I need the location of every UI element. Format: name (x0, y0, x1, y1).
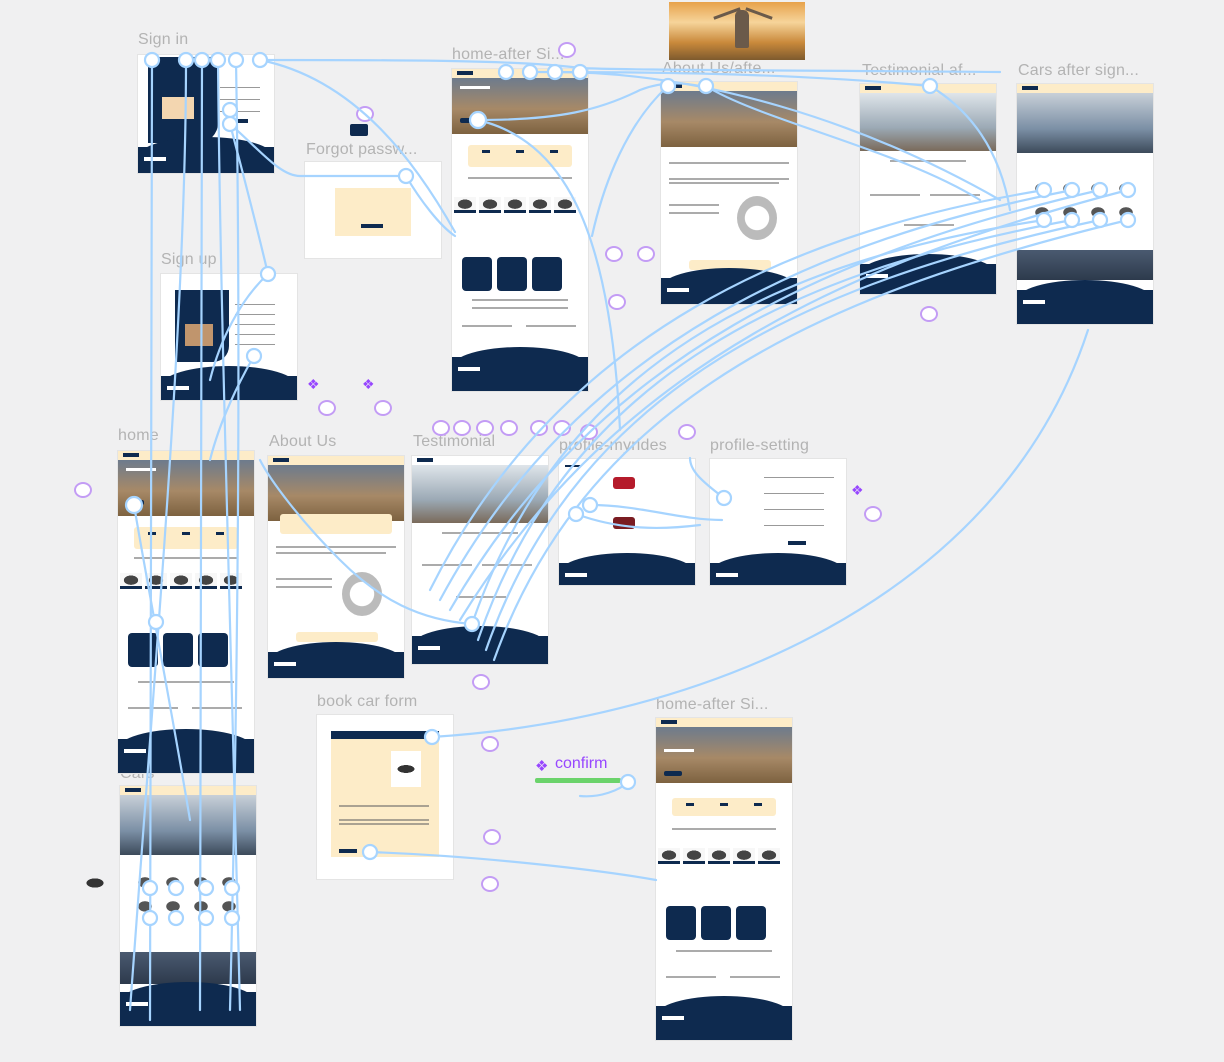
frame-label-about[interactable]: About Us (269, 433, 337, 450)
prototype-start-icon[interactable] (432, 420, 450, 436)
prototype-start-icon[interactable] (483, 829, 501, 845)
frame-label-cars-after[interactable]: Cars after sign... (1018, 62, 1139, 79)
frame-sign-up[interactable] (161, 274, 297, 400)
frame-testimonial-after[interactable] (860, 84, 996, 294)
car-image-asset[interactable] (82, 876, 108, 890)
frame-home[interactable] (118, 451, 254, 773)
frame-label-home[interactable]: home (118, 427, 159, 444)
frame-profile-setting[interactable] (710, 459, 846, 585)
prototype-start-icon[interactable] (920, 306, 938, 322)
prototype-start-icon[interactable] (481, 736, 499, 752)
prototype-start-icon[interactable] (476, 420, 494, 436)
component-diamond-icon: ❖ (535, 758, 549, 775)
prototype-start-icon[interactable] (605, 246, 623, 262)
frame-label-home-after-signin[interactable]: home-after Si... (452, 46, 565, 63)
frame-sign-in[interactable] (138, 55, 274, 173)
component-diamond-icon: ❖ (851, 482, 864, 498)
prototype-start-icon[interactable] (74, 482, 92, 498)
prototype-start-icon[interactable] (472, 674, 490, 690)
hero-image-asset[interactable] (669, 2, 805, 60)
frame-home-after-signin-2[interactable] (656, 718, 792, 1040)
prototype-start-icon[interactable] (318, 400, 336, 416)
frame-label-forgot[interactable]: Forgot passw... (306, 141, 418, 158)
frame-label-home-after-signin-2[interactable]: home-after Si... (656, 696, 769, 713)
prototype-start-icon[interactable] (500, 420, 518, 436)
frame-label-testimonial[interactable]: Testimonial (413, 433, 496, 450)
confirm-toast-component[interactable] (535, 778, 621, 783)
confirm-component-label[interactable]: confirm (555, 755, 608, 772)
frame-label-profile-setting[interactable]: profile-setting (710, 437, 810, 454)
frame-profile-myrides[interactable] (559, 459, 695, 585)
prototype-start-icon[interactable] (678, 424, 696, 440)
prototype-start-icon[interactable] (453, 420, 471, 436)
prototype-start-icon[interactable] (637, 246, 655, 262)
component-diamond-icon: ❖ (362, 376, 375, 392)
prototype-start-icon[interactable] (608, 294, 626, 310)
prototype-start-icon[interactable] (374, 400, 392, 416)
prototype-start-icon[interactable] (558, 42, 576, 58)
prototype-start-icon[interactable] (530, 420, 548, 436)
frame-about-after[interactable] (661, 82, 797, 304)
component-diamond-icon: ❖ (307, 376, 320, 392)
prototype-start-icon[interactable] (864, 506, 882, 522)
frame-label-book-car-form[interactable]: book car form (317, 693, 418, 710)
frame-label-sign-in[interactable]: Sign in (138, 31, 189, 48)
frame-forgot-password[interactable] (305, 162, 441, 258)
prototype-start-icon[interactable] (481, 876, 499, 892)
prototype-overlay-thumb[interactable] (350, 124, 368, 136)
frame-book-car-form[interactable] (317, 715, 453, 879)
frame-about[interactable] (268, 456, 404, 678)
